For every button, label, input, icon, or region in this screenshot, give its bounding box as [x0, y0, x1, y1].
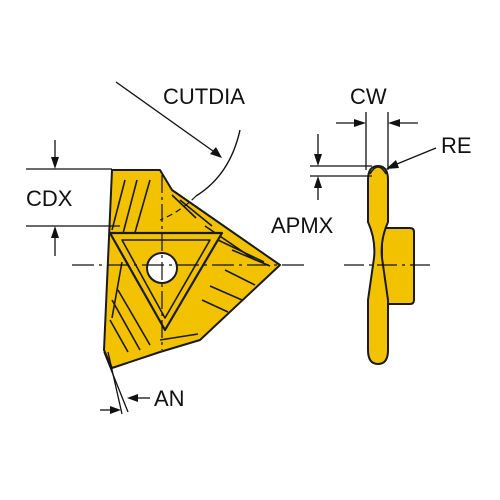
front-view-centerlines	[72, 175, 305, 350]
re-leader-line	[391, 147, 437, 167]
cutdia-arc-dashed	[159, 195, 197, 221]
apmx-arrowhead-top	[314, 154, 322, 166]
an-line-2	[107, 351, 123, 415]
cdx-label: CDX	[26, 186, 73, 211]
insert-relief-lines	[109, 179, 271, 353]
cw-label: CW	[350, 84, 387, 109]
an-dimension: AN	[100, 351, 185, 415]
insert-front-view	[103, 169, 281, 369]
cw-arrowhead-right	[388, 119, 400, 127]
cutdia-label: CUTDIA	[163, 84, 245, 109]
re-dimension: RE	[386, 133, 472, 169]
an-arrowhead-left	[110, 406, 121, 414]
re-label: RE	[441, 133, 472, 158]
cw-arrowhead-left	[354, 119, 366, 127]
re-arrowhead	[386, 160, 399, 169]
cdx-dimension: CDX	[26, 140, 120, 256]
side-view-block	[381, 227, 415, 305]
an-arrowhead-right	[127, 394, 138, 402]
apmx-dimension: APMX	[271, 134, 372, 238]
cdx-arrowhead-bottom	[51, 226, 59, 238]
cutdia-leader-line	[115, 81, 221, 157]
cutdia-arrowhead	[210, 147, 222, 158]
apmx-label: APMX	[271, 213, 334, 238]
an-label: AN	[154, 386, 185, 411]
cw-dimension: CW	[336, 84, 418, 170]
cutdia-dimension: CUTDIA	[115, 81, 245, 221]
an-line-1	[103, 351, 129, 413]
apmx-arrowhead-bottom	[314, 176, 322, 188]
insert-triangle-pocket-inner	[121, 239, 211, 319]
side-view-tip	[369, 166, 387, 175]
cutdia-arc	[195, 129, 241, 197]
cdx-arrowhead-top	[51, 157, 59, 169]
